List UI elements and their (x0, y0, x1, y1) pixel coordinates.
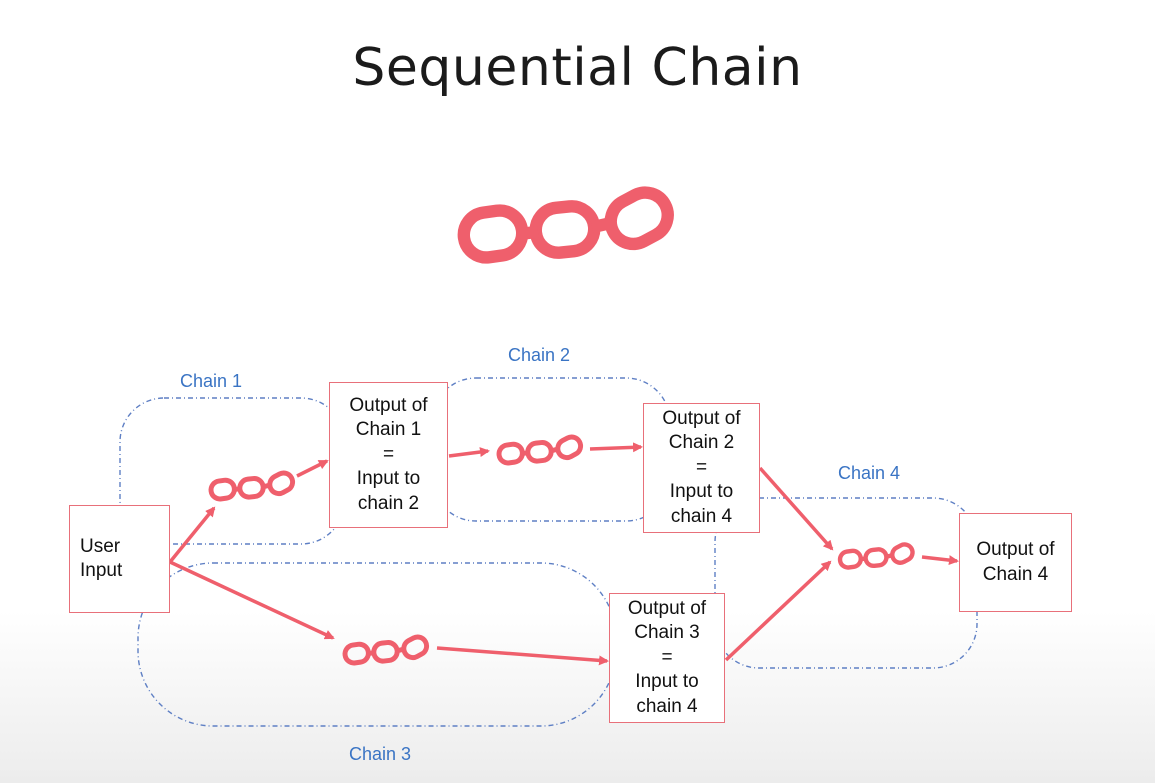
node-text-line: Input (80, 560, 123, 581)
node-text-line: = (382, 443, 395, 465)
arrow-chain4-link-to-output4 (921, 555, 959, 566)
node-text-line: Output of (662, 407, 741, 429)
chain4-label: Chain 4 (838, 463, 901, 483)
arrow-chain1-link-to-output1 (296, 459, 329, 478)
arrow-output2-to-chain4 (758, 466, 834, 551)
output-chain1-box: Output of Chain 1 = Input to chain 2 (329, 382, 448, 528)
arrow-chain3-link-to-output3 (436, 646, 609, 666)
chain1-link-icon (210, 470, 296, 500)
node-text-line: chain 4 (670, 505, 733, 527)
node-text-line: Chain 4 (982, 563, 1049, 585)
node-text-line: chain 2 (357, 492, 420, 514)
node-text-line: User (80, 535, 121, 557)
chain1-label: Chain 1 (180, 371, 243, 391)
user-input-box: User Input (69, 505, 170, 613)
node-text-line: Input to (669, 481, 734, 503)
page-title: Sequential Chain (352, 38, 803, 98)
node-text-line: Input to (635, 671, 699, 693)
chain4-link-icon (839, 542, 915, 569)
node-text-line: = (695, 456, 708, 478)
node-text-line: Chain 3 (634, 622, 700, 644)
chain1-container (119, 397, 346, 545)
arrow-chain2-link-to-output2 (589, 442, 643, 453)
node-text-line: Input to (356, 468, 421, 490)
output-chain4-box: Output of Chain 4 (959, 513, 1072, 612)
chain2-label: Chain 2 (508, 345, 571, 365)
node-text-line: Chain 1 (355, 419, 422, 441)
output-chain2-box: Output of Chain 2 = Input to chain 4 (643, 403, 760, 533)
chain-link-icon (461, 185, 676, 261)
node-text-line: Output of (349, 394, 428, 416)
arrow-input-to-chain1 (168, 506, 216, 564)
chain3-label: Chain 3 (349, 744, 412, 764)
arrow-input-to-chain3 (169, 560, 335, 640)
arrow-output3-to-chain4 (724, 560, 832, 662)
arrow-output1-to-chain2 (448, 447, 490, 458)
node-text-line: Output of (976, 539, 1055, 560)
output-chain3-box: Output of Chain 3 = Input to chain 4 (609, 593, 725, 723)
node-text-line: Output of (627, 597, 707, 619)
node-text-line: chain 4 (636, 695, 698, 717)
chain2-link-icon (498, 434, 584, 464)
chain3-link-icon (344, 634, 430, 664)
node-text-line: Chain 2 (668, 432, 735, 454)
node-text-line: = (661, 646, 673, 668)
